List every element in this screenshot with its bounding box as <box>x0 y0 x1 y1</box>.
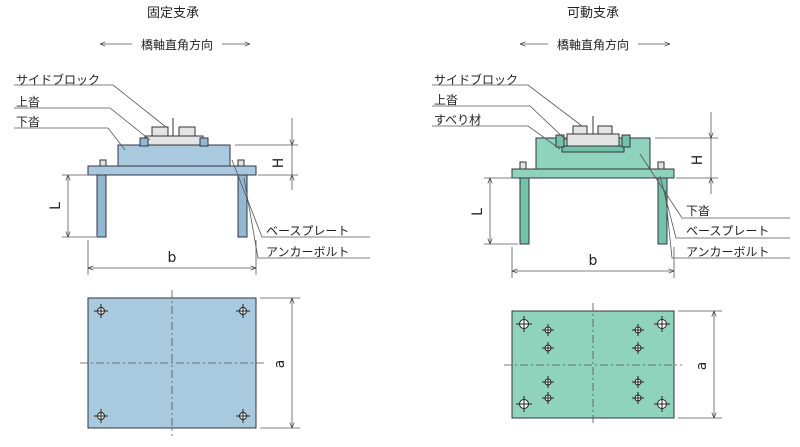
movable-label-lower-shoe: 下沓 <box>686 204 710 218</box>
movable-leader-anchor-bolt <box>664 189 790 259</box>
movable-label-side-block: サイドブロック <box>434 72 518 87</box>
movable-label-sliding-material: すべり材 <box>434 113 481 127</box>
fixed-dim-a: a <box>272 360 288 369</box>
movable-direction-label: 橋軸直角方向 <box>557 37 629 52</box>
fixed-upper-shoe <box>144 135 204 146</box>
fixed-dim-h: H <box>271 158 287 169</box>
fixed-label-upper-shoe: 上沓 <box>16 95 40 109</box>
fixed-dim-l: L <box>48 202 64 210</box>
movable-bolt-holes <box>542 324 644 404</box>
fixed-lower-shoe <box>117 144 231 167</box>
fixed-leg-left <box>96 174 107 238</box>
fixed-label-base-plate: ベースプレート <box>266 224 349 238</box>
fixed-anchor-holes <box>94 304 250 423</box>
fixed-title: 固定支承 <box>147 6 199 21</box>
movable-sliding-material <box>561 145 625 153</box>
movable-dim-b: b <box>589 253 598 269</box>
fixed-leader-anchor-bolt <box>243 177 370 259</box>
fixed-base-plate <box>87 165 257 176</box>
fixed-label-lower-shoe: 下沓 <box>16 115 40 129</box>
movable-bearing: 可動支承 橋軸直角方向 サイドブロック 上沓 すべり材 下沓 <box>432 6 790 426</box>
movable-title: 可動支承 <box>567 6 619 21</box>
movable-label-upper-shoe: 上沓 <box>434 93 458 107</box>
fixed-leader-upper-shoe <box>14 107 151 141</box>
movable-leader-sliding-material <box>432 125 561 150</box>
fixed-bearing: 固定支承 橋軸直角方向 サイドブロック 上沓 下沓 ベースプレート <box>14 6 370 436</box>
movable-leader-side-block <box>432 84 583 127</box>
movable-dim-h: H <box>690 155 706 166</box>
fixed-label-anchor-bolt: アンカーボルト <box>266 245 350 259</box>
fixed-direction-label: 橋軸直角方向 <box>141 37 213 52</box>
movable-label-base-plate: ベースプレート <box>686 224 769 238</box>
fixed-leader-side-block <box>14 84 167 128</box>
movable-anchor-holes <box>516 316 670 412</box>
fixed-leg-right <box>237 174 248 238</box>
movable-leader-upper-shoe <box>432 105 567 141</box>
movable-dim-l: L <box>470 208 486 216</box>
fixed-dim-b: b <box>168 250 177 266</box>
fixed-leader-lower-shoe <box>14 127 126 151</box>
fixed-leader-base-plate <box>231 159 370 238</box>
movable-label-anchor-bolt: アンカーボルト <box>686 245 770 259</box>
movable-leader-lower-shoe <box>639 153 790 219</box>
movable-leg-left <box>519 177 530 245</box>
movable-dim-a: a <box>694 362 710 371</box>
movable-base-plate <box>511 168 675 179</box>
fixed-label-side-block: サイドブロック <box>16 72 100 87</box>
movable-upper-shoe <box>566 133 620 147</box>
